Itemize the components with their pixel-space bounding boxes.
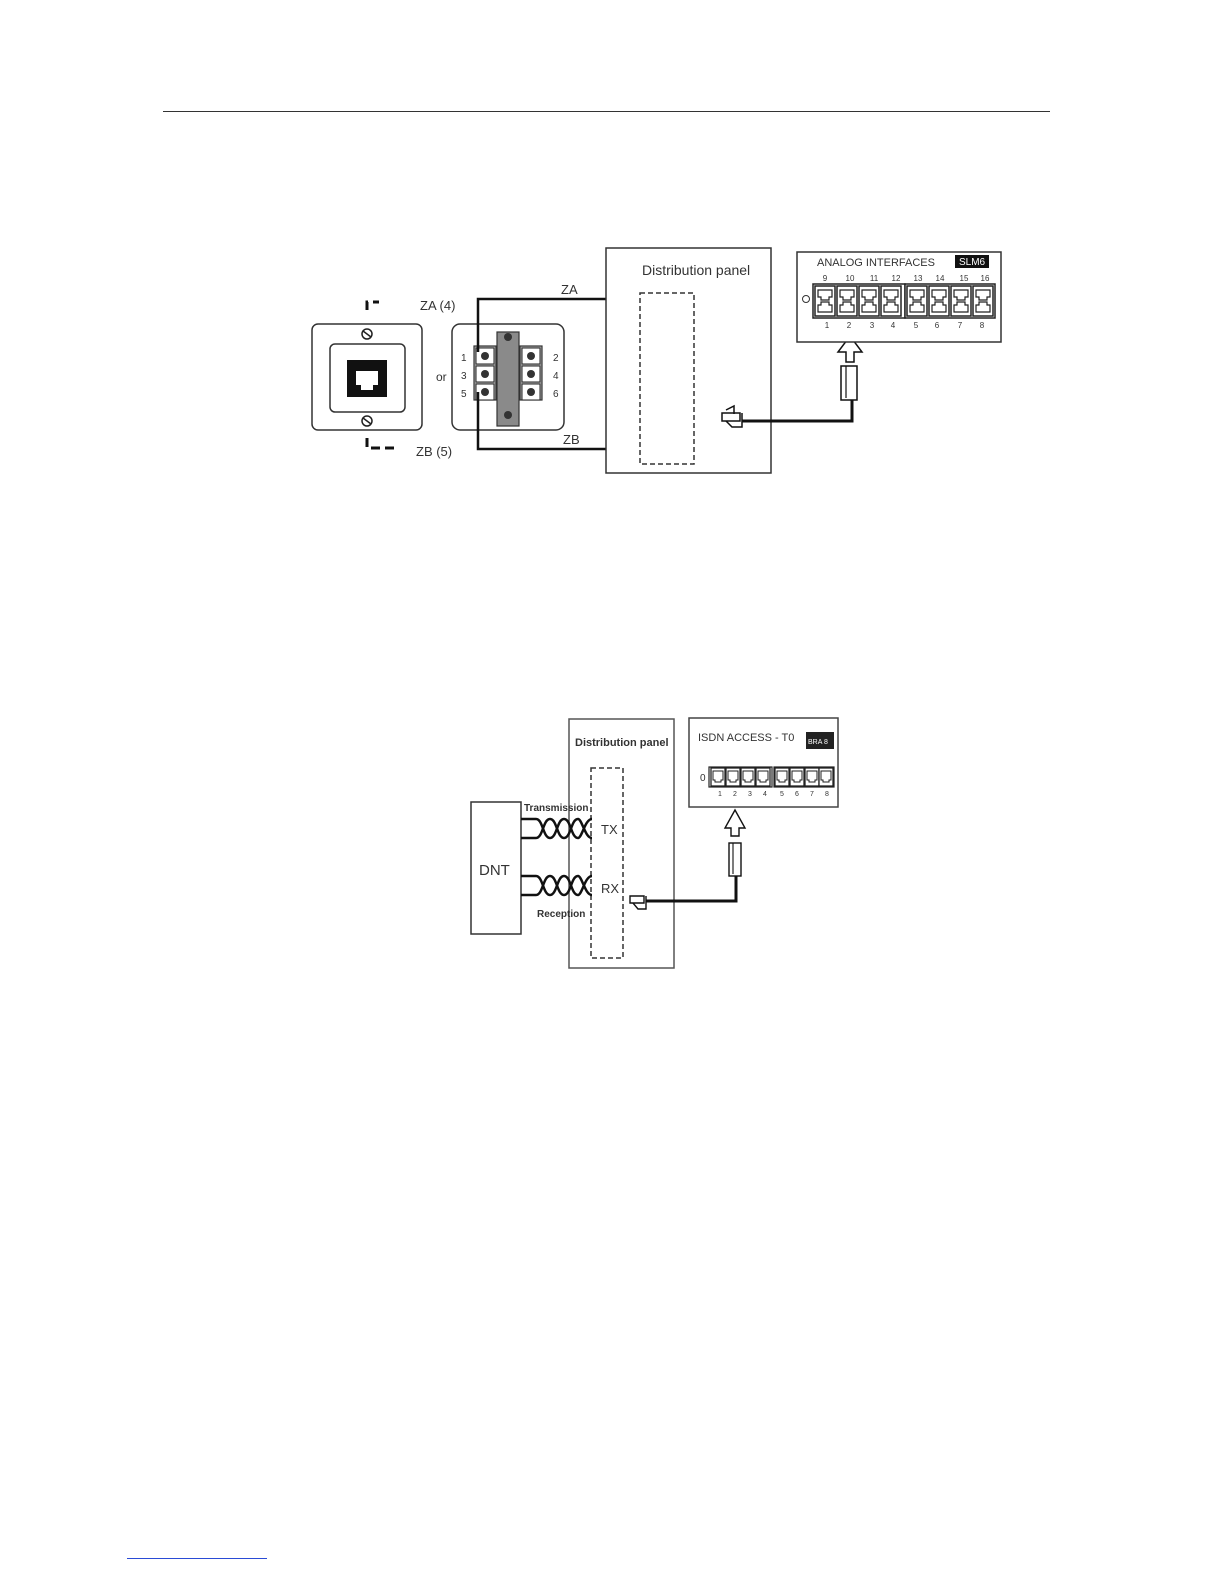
figure-analog-connection: ZA (4) ZB (5) or 1 3 5 2 4 6 ZA (312, 248, 1001, 473)
terminal-4: 4 (553, 371, 559, 382)
port-number: 1 (825, 321, 830, 330)
rj11-socket-icon (347, 360, 387, 397)
arrow-up-icon (725, 810, 745, 836)
port-number: 6 (935, 321, 940, 330)
distribution-panel-label: Distribution panel (642, 262, 750, 278)
slm6-badge: SLM6 (959, 257, 986, 268)
or-label: or (436, 370, 447, 384)
port-number: 3 (870, 321, 875, 330)
dnt-label: DNT (479, 862, 510, 879)
reception-label: Reception (537, 909, 585, 920)
port-number: 15 (960, 274, 969, 283)
distribution-panel (606, 248, 771, 473)
transmission-label: Transmission (524, 803, 588, 814)
wall-socket (312, 302, 422, 448)
port-number: 10 (846, 274, 855, 283)
tx-label: TX (601, 822, 618, 837)
port-number: 2 (733, 791, 737, 798)
distribution-panel-label: Distribution panel (575, 737, 669, 749)
rj-plug-icon (841, 366, 857, 400)
terminal-6: 6 (553, 389, 559, 400)
terminal-block (452, 324, 564, 430)
terminal-2: 2 (553, 353, 559, 364)
rx-label: RX (601, 881, 619, 896)
port-number: 6 (795, 791, 799, 798)
za-wire-label: ZA (561, 282, 578, 297)
figure-isdn-connection: DNT Distribution panel Transmission Rece… (471, 718, 838, 968)
port-number: 7 (810, 791, 814, 798)
port-number: 4 (891, 321, 896, 330)
rj-plug-icon (729, 843, 741, 876)
port-number: 5 (914, 321, 919, 330)
zb-label: ZB (5) (416, 444, 452, 459)
port-number: 16 (981, 274, 990, 283)
analog-board-title: ANALOG INTERFACES (817, 257, 935, 269)
bra8-badge: BRA 8 (808, 739, 828, 746)
terminal-3: 3 (461, 371, 467, 382)
port-number: 4 (763, 791, 767, 798)
screw-icon (362, 329, 372, 339)
za-label: ZA (4) (420, 298, 455, 313)
port-number: 12 (892, 274, 901, 283)
footnote-rule (127, 1558, 267, 1559)
port-number: 9 (823, 274, 828, 283)
port-number: 8 (980, 321, 985, 330)
terminal-1: 1 (461, 353, 467, 364)
distribution-panel (569, 719, 674, 968)
port-number: 2 (847, 321, 852, 330)
port-number: 7 (958, 321, 963, 330)
zb-wire-label: ZB (563, 432, 580, 447)
port-number: 14 (936, 274, 945, 283)
screw-icon (362, 416, 372, 426)
port-number: 11 (870, 274, 879, 283)
port-number: 8 (825, 791, 829, 798)
port-number: 13 (914, 274, 923, 283)
port-number: 1 (718, 791, 722, 798)
isdn-board-title: ISDN ACCESS - T0 (698, 732, 794, 744)
port-number: 5 (780, 791, 784, 798)
zero-label: 0 (700, 773, 706, 784)
port-number: 3 (748, 791, 752, 798)
terminal-5: 5 (461, 389, 467, 400)
